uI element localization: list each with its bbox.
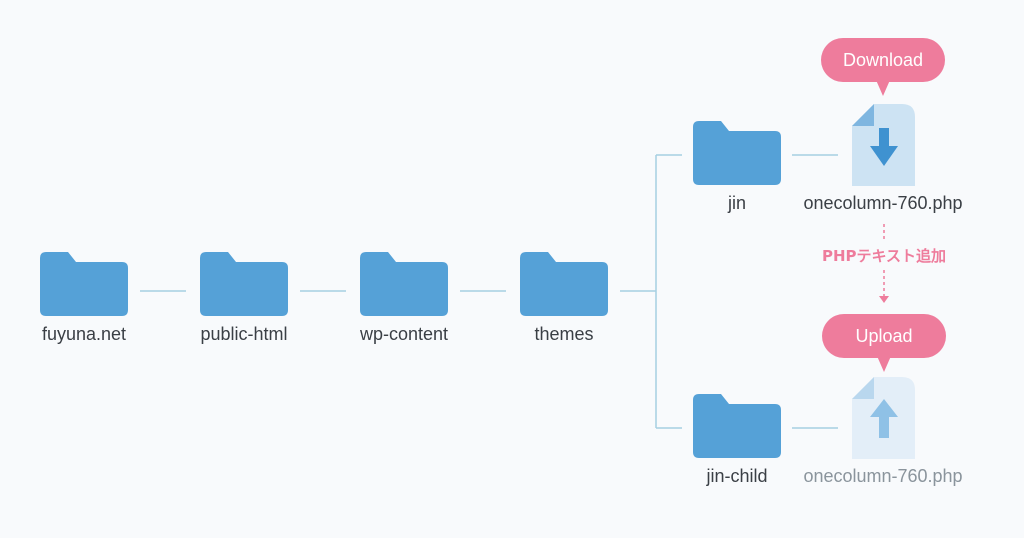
download-arrow-icon — [870, 128, 898, 166]
folder-label-fuyuna: fuyuna.net — [41, 324, 127, 344]
folder-label-wp-content: wp-content — [359, 324, 449, 344]
folder-icon[interactable] — [360, 252, 448, 316]
upload-arrow-icon — [870, 399, 898, 438]
folder-label-jin-child: jin-child — [706, 466, 768, 486]
download-file-name: onecolumn-760.php — [803, 193, 963, 213]
connectors — [140, 154, 838, 429]
folder-label-jin: jin — [727, 193, 746, 213]
folder-label-themes: themes — [534, 324, 594, 344]
folder-icon[interactable] — [520, 252, 608, 316]
folder-icon[interactable] — [200, 252, 288, 316]
step-arrow — [879, 224, 889, 303]
folder-icon[interactable] — [693, 121, 781, 185]
download-bubble: Download — [821, 38, 945, 82]
download-bubble-pointer — [876, 80, 890, 96]
folder-icon[interactable] — [693, 394, 781, 458]
upload-bubble-pointer — [877, 356, 891, 372]
folder-label-public-html: public-html — [200, 324, 288, 344]
folder-icon[interactable] — [40, 252, 128, 316]
upload-bubble: Upload — [822, 314, 946, 358]
php-text-add-note: PHPテキスト追加 — [821, 247, 947, 265]
upload-file-name: onecolumn-760.php — [803, 466, 963, 486]
